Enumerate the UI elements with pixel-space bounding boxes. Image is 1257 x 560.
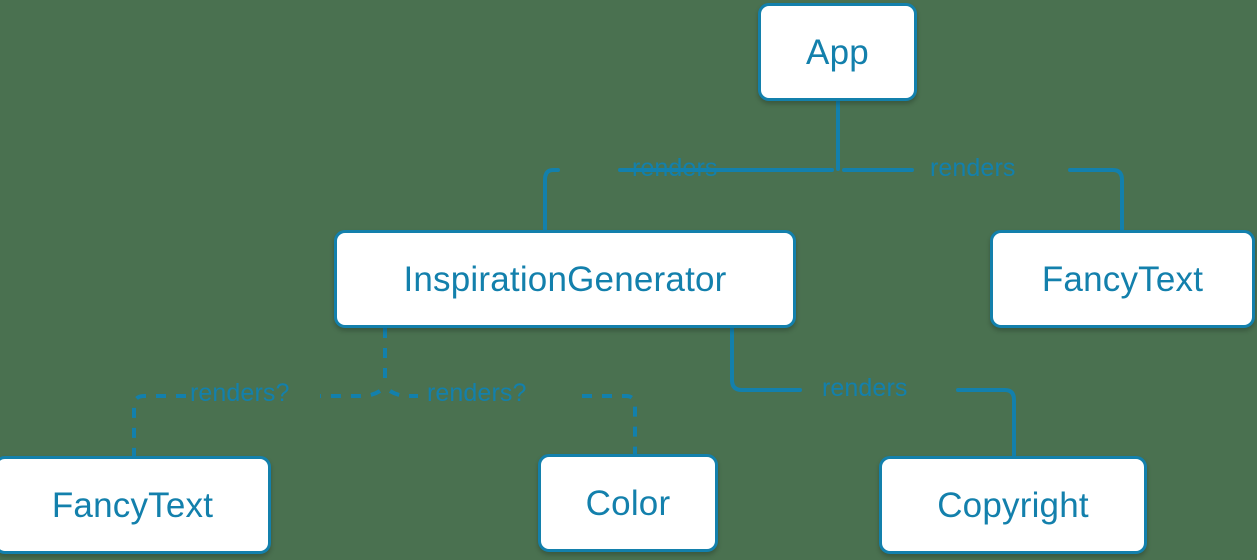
node-app-label: App (806, 32, 869, 72)
edge-app-to-inspiration-generator-right (543, 168, 560, 233)
node-color[interactable]: Color (538, 454, 718, 552)
node-fancytext-bottom-label: FancyText (51, 485, 214, 525)
node-app[interactable]: App (758, 3, 917, 101)
node-fancytext-right[interactable]: FancyText (990, 230, 1255, 328)
edge-label-ig-to-copyright: renders (822, 374, 908, 402)
edge-label-ig-to-fancytext-bottom: renders? (190, 379, 290, 407)
edge-ig-to-color (388, 389, 418, 398)
edge-ig-to-fancytext-bottom (320, 389, 382, 398)
edge-app-to-fancytext-right (1068, 168, 1124, 233)
node-color-label: Color (585, 483, 671, 523)
node-fancytext-bottom[interactable]: FancyText (0, 456, 271, 554)
node-inspiration-generator[interactable]: InspirationGenerator (334, 230, 796, 328)
node-fancytext-right-label: FancyText (1041, 259, 1204, 299)
node-copyright-label: Copyright (937, 485, 1089, 525)
edge-label-app-to-fancytext-right: renders (930, 154, 1016, 182)
edge-ig-to-copyright-right (956, 388, 1016, 459)
edge-ig-to-copyright-stem (730, 326, 802, 392)
edge-ig-to-fancytext-bottom-tail (132, 394, 186, 457)
edge-ig-to-color-tail (582, 394, 637, 455)
node-copyright[interactable]: Copyright (879, 456, 1147, 554)
edge-label-ig-to-color: renders? (427, 379, 527, 407)
edge-label-app-to-inspiration-generator: renders (632, 154, 718, 182)
node-inspiration-generator-label: InspirationGenerator (403, 259, 727, 299)
